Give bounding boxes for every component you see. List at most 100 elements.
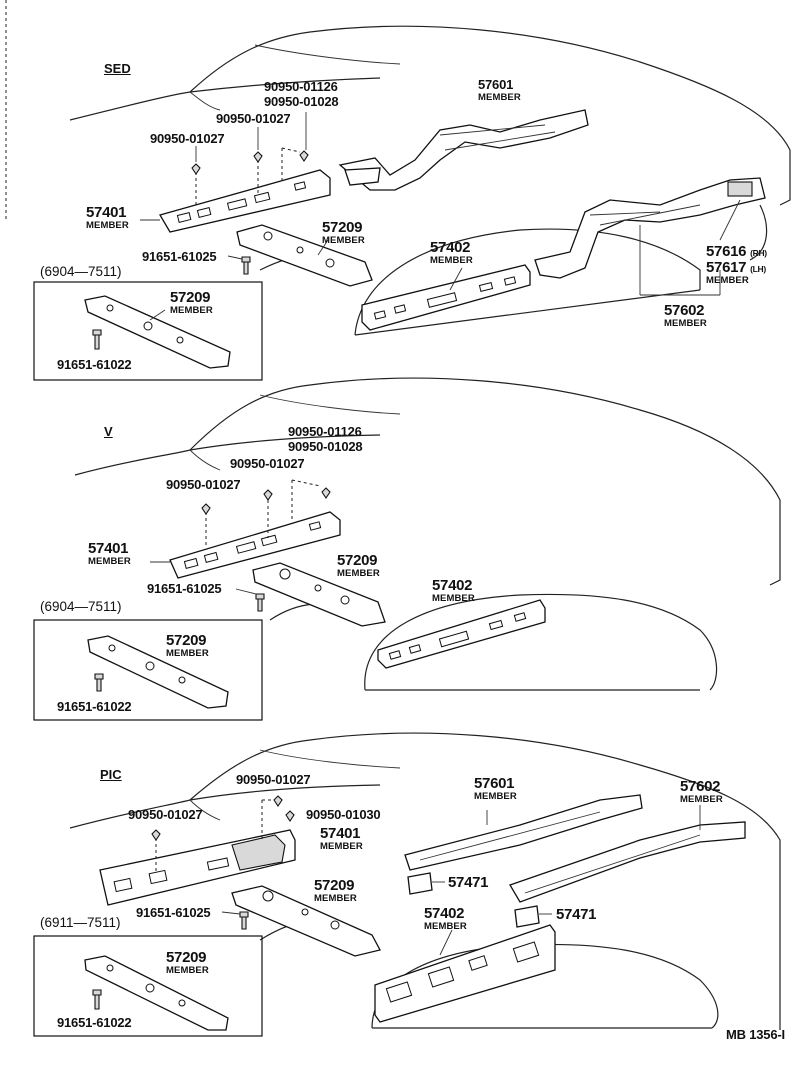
- part-name-57601: MEMBER: [478, 92, 521, 103]
- clip-number: 90950-01027: [128, 807, 203, 822]
- inset-bolt-number: 91651-61022: [57, 357, 132, 372]
- inset-part-name: MEMBER: [166, 965, 209, 976]
- variant-label-sed: SED: [104, 61, 131, 76]
- pic-inset-bolt: [92, 989, 102, 1010]
- variant-label-v: V: [104, 424, 113, 439]
- inset-bolt-number: 91651-61022: [57, 1015, 132, 1030]
- v-inset-box: [33, 619, 263, 721]
- part-name-57616: MEMBER: [706, 275, 749, 286]
- inset-part-number: 57209: [166, 949, 207, 966]
- part-number-57401: 57401: [86, 204, 127, 221]
- pic-57209-member: [231, 885, 381, 957]
- clip-number: 90950-01030: [306, 807, 381, 822]
- bolt-number: 91651-61025: [147, 581, 222, 596]
- part-number-57401: 57401: [88, 540, 129, 557]
- inset-part-number: 57209: [166, 632, 207, 649]
- part-name-57401: MEMBER: [86, 220, 129, 231]
- part-number-57616-side: (RH): [750, 248, 767, 258]
- part-number-57601: 57601: [478, 77, 514, 92]
- pic-57602-member: [509, 821, 746, 903]
- sed-57602-member: [534, 177, 766, 279]
- inset-part-number: 57209: [170, 289, 211, 306]
- sed-pillar-line: [189, 91, 221, 111]
- part-name-57602: MEMBER: [680, 794, 723, 805]
- part-name-57402: MEMBER: [430, 255, 473, 266]
- part-name-57402: MEMBER: [424, 921, 467, 932]
- part-number-57617-text: 57617: [706, 259, 747, 276]
- sed-inset-bolt: [92, 329, 102, 350]
- bolt-number: 91651-61025: [142, 249, 217, 264]
- clip-number: 90950-01126: [288, 424, 362, 439]
- sed-rocker-line: [354, 289, 701, 336]
- clip-number: 90950-01027: [236, 772, 311, 787]
- clip-number: 90950-01028: [264, 94, 339, 109]
- sed-inset-57209-member: [84, 295, 231, 369]
- part-number-57209: 57209: [314, 877, 355, 894]
- pic-inset-57209-member: [84, 955, 229, 1031]
- inset-bolt-number: 91651-61022: [57, 699, 132, 714]
- clip-number: 90950-01027: [216, 111, 291, 126]
- pic-bolt: [239, 911, 249, 930]
- part-number-57617: 57617 (LH): [706, 260, 766, 275]
- pic-57471-bracket-b: [514, 905, 540, 928]
- part-name-57209: MEMBER: [314, 893, 357, 904]
- clip-number: 90950-01126: [264, 79, 338, 94]
- clip-number: 90950-01027: [166, 477, 241, 492]
- part-number-57601: 57601: [474, 775, 515, 792]
- pic-inset-box: [33, 935, 263, 1037]
- v-roof-line: [189, 434, 381, 451]
- sed-roof-line: [189, 77, 381, 93]
- pic-body-outline: [69, 732, 781, 1030]
- v-body-outline: [74, 377, 781, 586]
- inset-date-range: (6911—7511): [40, 915, 121, 930]
- part-number-57602: 57602: [664, 302, 705, 319]
- clip-number: 90950-01027: [150, 131, 225, 146]
- pic-57471-bracket-a: [407, 872, 433, 895]
- part-number-57209: 57209: [322, 219, 363, 236]
- part-name-57209: MEMBER: [322, 235, 365, 246]
- clip-number: 90950-01027: [230, 456, 305, 471]
- part-name-57602: MEMBER: [664, 318, 707, 329]
- pic-57402-member: [374, 924, 556, 1023]
- part-number-57402: 57402: [432, 577, 473, 594]
- inset-part-name: MEMBER: [166, 648, 209, 659]
- v-bolt: [255, 593, 265, 612]
- sed-window-line: [254, 44, 401, 65]
- bolt-number: 91651-61025: [136, 905, 211, 920]
- v-inset-bolt: [94, 673, 104, 692]
- part-number-57471: 57471: [556, 906, 597, 923]
- sed-bolt: [241, 256, 251, 275]
- part-name-57402: MEMBER: [432, 593, 475, 604]
- sed-rear-wheel-arch: [354, 228, 701, 336]
- sed-section-drawing: [33, 25, 791, 381]
- part-name-57209: MEMBER: [337, 568, 380, 579]
- part-number-57401: 57401: [320, 825, 361, 842]
- part-number-57616: 57616 (RH): [706, 244, 767, 259]
- inset-date-range: (6904—7511): [40, 599, 122, 614]
- sed-57616-bracket: [727, 181, 753, 197]
- part-name-57401: MEMBER: [88, 556, 131, 567]
- clip-number: 90950-01028: [288, 439, 363, 454]
- part-number-57602: 57602: [680, 778, 721, 795]
- sed-clip-3: [299, 150, 309, 162]
- v-inset-57209-member: [87, 635, 229, 709]
- part-number-57471: 57471: [448, 874, 489, 891]
- part-name-57601: MEMBER: [474, 791, 517, 802]
- part-number-57402: 57402: [430, 239, 471, 256]
- part-number-57209: 57209: [337, 552, 378, 569]
- diagram-code: MB 1356-I: [726, 1027, 785, 1042]
- sed-clip-1: [191, 163, 201, 175]
- inset-date-range: (6904—7511): [40, 264, 122, 279]
- pic-section-drawing: [33, 732, 781, 1037]
- v-rear-wheel-arch: [364, 593, 718, 691]
- sed-tail-line: [749, 204, 768, 261]
- part-number-57617-side: (LH): [750, 264, 766, 274]
- sed-57209-member: [236, 224, 373, 287]
- part-number-57616-text: 57616: [706, 243, 747, 260]
- v-section-drawing: [33, 377, 781, 721]
- sed-inset-box: [33, 281, 263, 381]
- variant-label-pic: PIC: [100, 767, 122, 782]
- sed-clip-2: [253, 151, 263, 163]
- sed-body-outline: [69, 25, 791, 206]
